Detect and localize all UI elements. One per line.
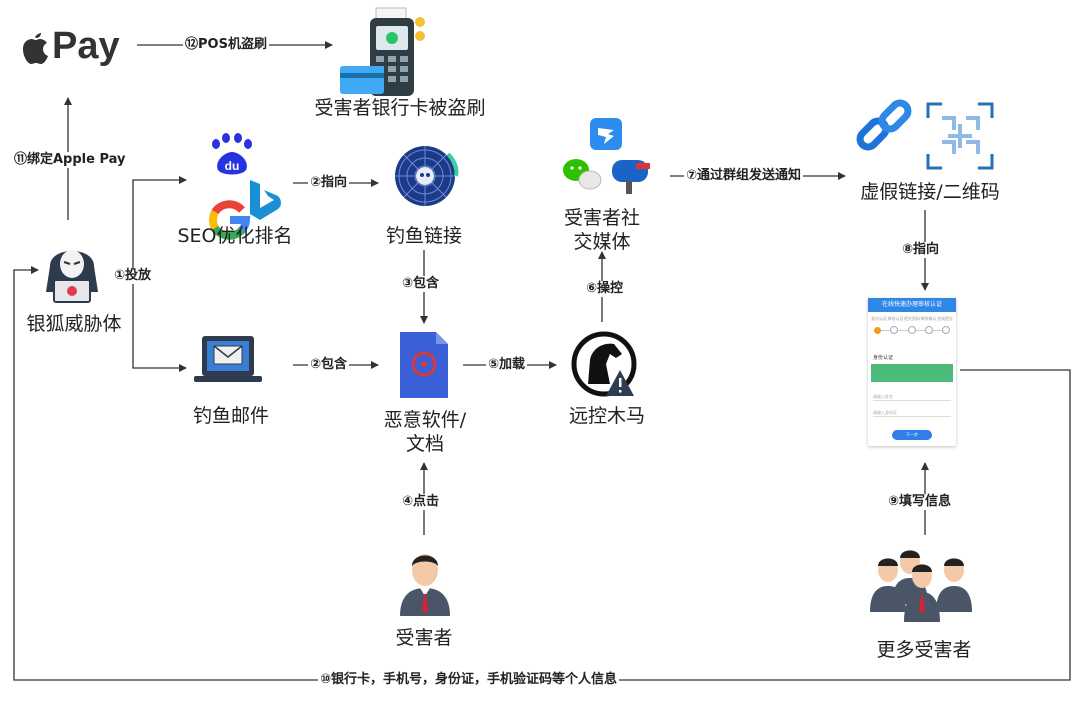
edge-1-label: ①投放: [112, 268, 154, 284]
edge-1-top: [132, 176, 187, 276]
edge-1-bottom: [132, 276, 187, 372]
edge-2a-label: ②指向: [308, 175, 350, 191]
edge-11-label: ⑪绑定Apple Pay: [12, 152, 128, 168]
phishing-link-label: 钓鱼链接: [385, 225, 462, 247]
svg-text:du: du: [225, 159, 240, 173]
fake-form-notice: [871, 364, 953, 382]
step-label: 审核确认: [920, 316, 937, 321]
fake-form-id-field[interactable]: 请输入身份证: [873, 410, 951, 417]
edge-10-label: ⑩银行卡，手机号，身份证，手机验证码等个人信息: [318, 672, 620, 688]
pos-label: 受害者银行卡被盗刷: [314, 97, 486, 119]
hacker-icon: [46, 250, 98, 303]
seo-label: SEO优化排名: [177, 225, 293, 247]
bing-icon: [250, 180, 281, 220]
step-label: 完成提交: [937, 316, 953, 321]
qr-code-icon: [926, 102, 994, 170]
edge-6-label: ⑥操控: [584, 281, 626, 297]
rat-trojan-icon: [571, 331, 637, 397]
pos-terminal-icon: [340, 7, 425, 96]
step-label: 身份认证: [871, 316, 887, 321]
mailbox-icon: [612, 160, 650, 194]
rat-label: 远控木马: [568, 405, 645, 427]
more-victims-label: 更多受害者: [876, 639, 972, 661]
fake-form-name-field[interactable]: 请输入姓名: [873, 394, 951, 401]
edge-5-label: ⑤加载: [486, 357, 528, 373]
step-label: 审核认证: [887, 316, 904, 321]
edge-7-label: ⑦通过群组发送通知: [684, 168, 804, 184]
step-label: 提交资料: [904, 316, 920, 321]
wechat-icon: [563, 159, 602, 190]
edge-8-label: ⑧指向: [900, 242, 942, 258]
phishing-email-icon: [194, 336, 262, 382]
edge-3-label: ③包含: [400, 276, 442, 292]
victim-label: 受害者: [395, 627, 453, 649]
more-victims-icon: [870, 550, 972, 622]
fake-form-section: 身份认证: [873, 355, 894, 361]
edge-12-label: ⑫POS机盗刷: [183, 37, 269, 53]
chain-link-icon: [856, 99, 912, 151]
malware-label: 恶意软件/ 文档: [383, 409, 467, 455]
victim-icon: [400, 554, 450, 616]
fake-form-screenshot: 在线快速办理审核认证 身份认证 审核认证 提交资料 审核确认 完成提交 身份认证…: [868, 298, 956, 446]
apple-logo-icon: [23, 33, 48, 64]
edge-4-label: ④点击: [400, 494, 442, 510]
phishing-email-label: 钓鱼邮件: [192, 405, 269, 427]
dingtalk-icon: [590, 118, 622, 150]
fake-link-label: 虚假链接/二维码: [860, 181, 1000, 203]
threat-actor-label: 银狐威胁体: [26, 313, 122, 335]
google-icon: [209, 200, 251, 240]
fake-form-progress: [868, 322, 956, 334]
fake-form-steps: 身份认证 审核认证 提交资料 审核确认 完成提交: [868, 312, 956, 322]
apple-pay-label: Pay: [52, 25, 120, 67]
edge-2b-label: ②包含: [308, 357, 350, 373]
fake-form-title: 在线快速办理审核认证: [868, 298, 956, 312]
fake-form-next-button[interactable]: 下一步: [892, 430, 932, 440]
baidu-icon: du: [212, 133, 252, 175]
social-media-label: 受害者社 交媒体: [563, 207, 640, 253]
phishing-link-icon: [395, 146, 459, 206]
edge-9-label: ⑨填写信息: [886, 494, 954, 510]
malware-document-icon: [400, 332, 448, 398]
